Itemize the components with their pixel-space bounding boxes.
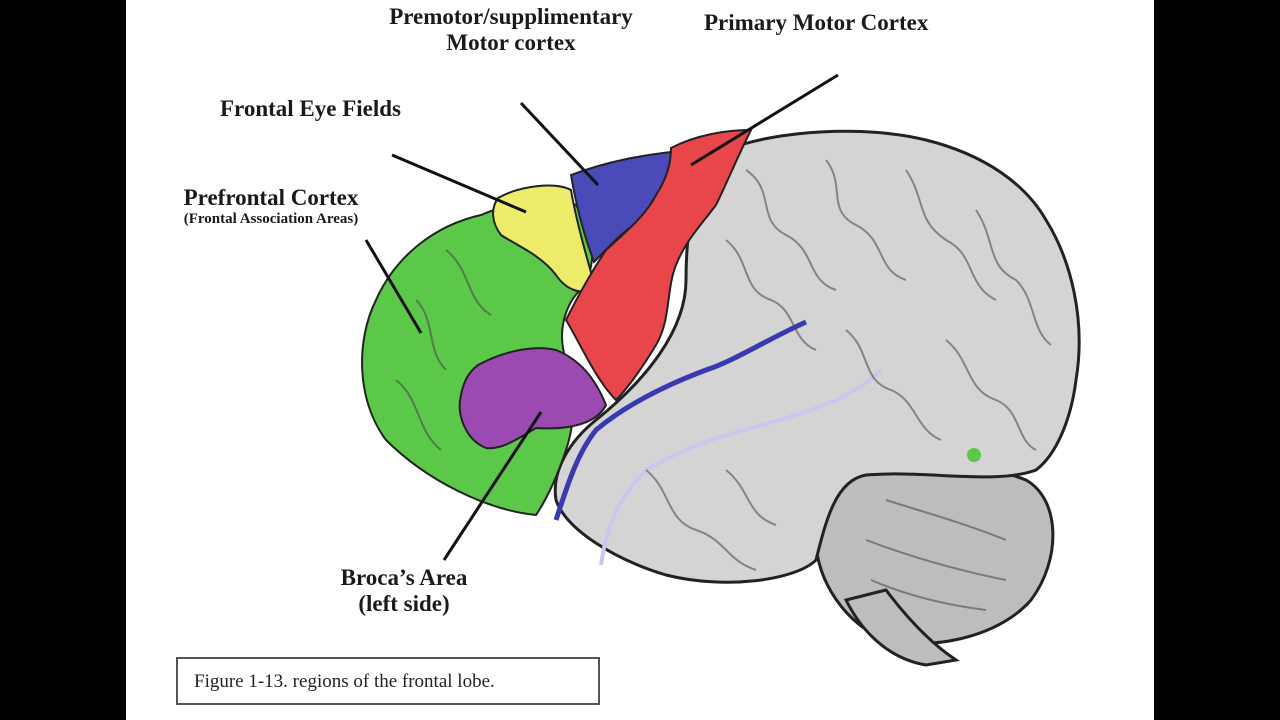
pointer-broca: [442, 411, 543, 561]
broca-label-line1: Broca’s Area: [340, 565, 468, 590]
lateral-fissure-line: [599, 368, 883, 566]
premotor-label-line1: Premotor/supplimentary: [389, 4, 633, 29]
prefrontal-label-title: Prefrontal Cortex: [183, 185, 359, 210]
central-sulcus-line: [553, 319, 808, 521]
pointer-primary-motor: [690, 73, 839, 167]
broca-label: Broca’s Area (left side): [304, 565, 504, 617]
primary-motor-label: Primary Motor Cortex: [704, 10, 929, 35]
prefrontal-label: Prefrontal Cortex (Frontal Association A…: [146, 185, 396, 228]
pointer-frontal-eye: [391, 153, 527, 214]
broca-region: [458, 347, 608, 450]
prefrontal-label-sub: (Frontal Association Areas): [183, 211, 359, 227]
pointer-premotor: [519, 101, 600, 187]
cortex: [553, 129, 1081, 584]
diagram-canvas: Premotor/supplimentary Motor cortex Prim…: [126, 0, 1154, 720]
figure-caption: Figure 1-13. regions of the frontal lobe…: [194, 671, 495, 692]
pointer-prefrontal: [364, 239, 423, 334]
premotor-label-line2: Motor cortex: [446, 30, 576, 55]
primary-motor-region: [564, 128, 753, 402]
gyri-texture: [395, 159, 1052, 611]
frontal-eye-label: Frontal Eye Fields: [220, 96, 402, 121]
premotor-label: Premotor/supplimentary Motor cortex: [353, 4, 669, 56]
brain-stem: [843, 588, 960, 667]
pointer-lines: [364, 73, 839, 561]
cerebellum: [814, 459, 1055, 646]
broca-label-line2: (left side): [358, 591, 450, 616]
brain-diagram: [361, 73, 1081, 667]
left-black-bar: [0, 0, 126, 720]
small-green-spot: [967, 448, 981, 462]
right-black-bar: [1154, 0, 1280, 720]
figure-caption-box: Figure 1-13. regions of the frontal lobe…: [176, 657, 600, 705]
